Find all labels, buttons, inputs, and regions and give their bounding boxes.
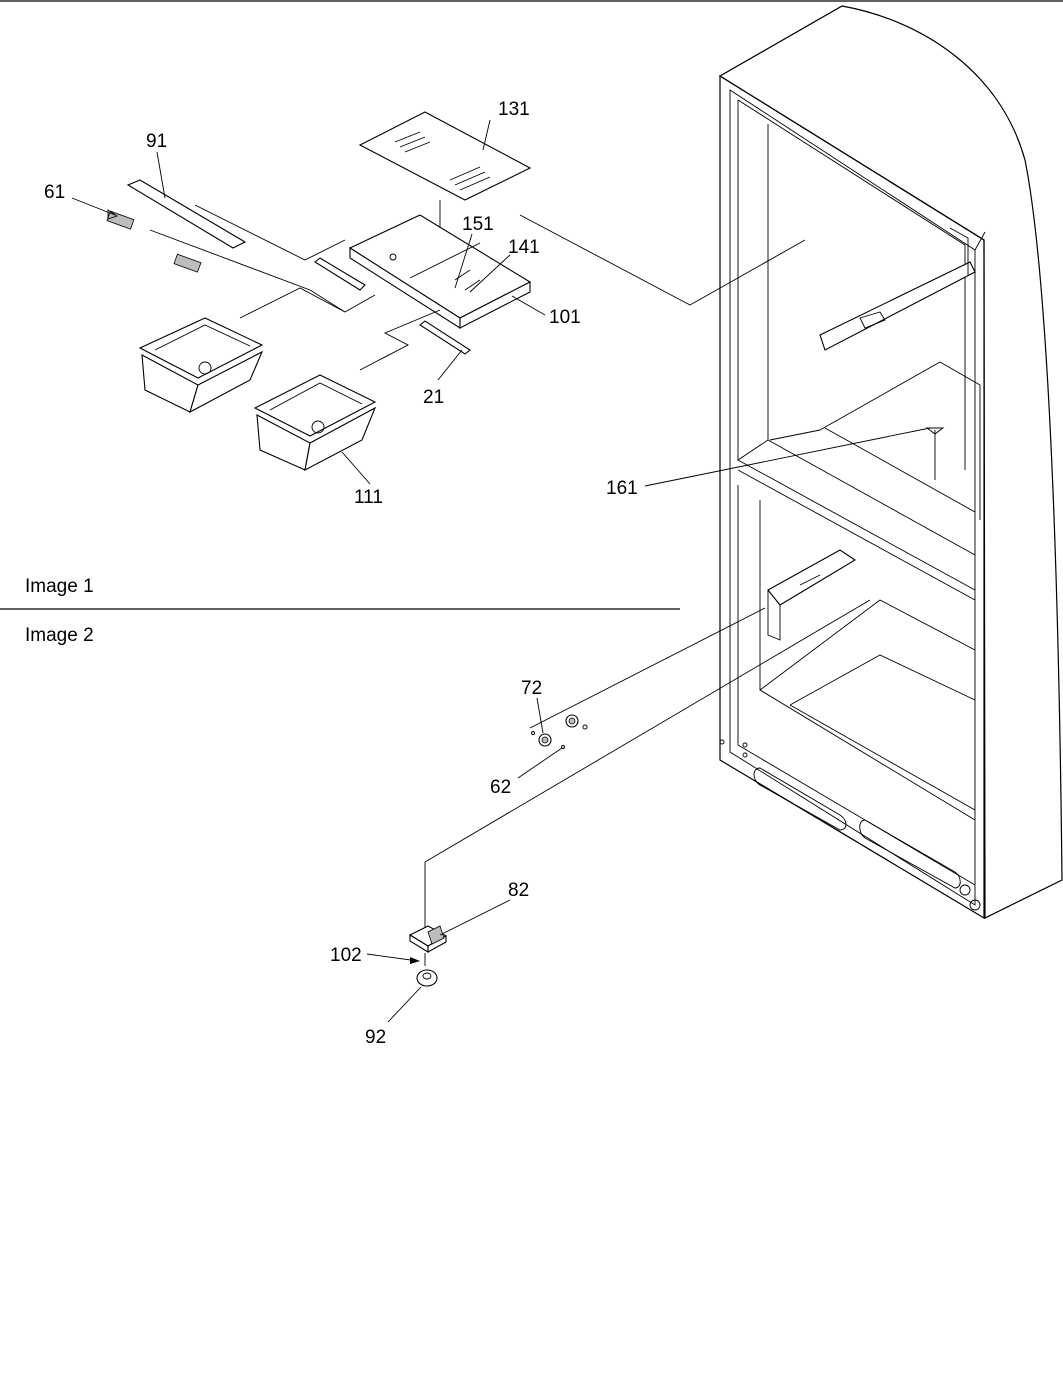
callout-92: 92 xyxy=(365,1027,386,1048)
callout-82: 82 xyxy=(508,880,529,901)
callout-72: 72 xyxy=(521,678,542,699)
callout-151: 151 xyxy=(462,214,494,235)
part-91-rail xyxy=(126,179,247,249)
callout-101: 101 xyxy=(549,307,581,328)
callout-62: 62 xyxy=(490,777,511,798)
callouts-image1: 131 91 61 151 141 101 21 111 161 xyxy=(44,99,931,508)
callout-102: 102 xyxy=(330,945,362,966)
callouts-image2: 72 62 82 102 92 xyxy=(330,678,563,1048)
part-crisper-drawer-left xyxy=(138,317,264,414)
part-72-washer xyxy=(538,714,579,747)
part-62-screw xyxy=(531,724,588,749)
part-111-crisper-drawer xyxy=(253,374,377,472)
part-82-bracket xyxy=(408,925,448,953)
callout-141: 141 xyxy=(508,237,540,258)
part-101-crisper-frame xyxy=(348,214,532,330)
callout-61: 61 xyxy=(44,182,65,203)
part-92-roller xyxy=(416,969,438,987)
callout-111: 111 xyxy=(354,487,383,508)
refrigerator-cabinet xyxy=(718,5,1063,920)
part-21-rail xyxy=(419,320,471,355)
callout-131: 131 xyxy=(498,99,530,120)
callout-21: 21 xyxy=(423,387,444,408)
callout-91: 91 xyxy=(146,131,167,152)
callout-161: 161 xyxy=(606,478,638,499)
part-131-glass-shelf xyxy=(358,111,532,201)
part-61-clip xyxy=(106,210,202,273)
part-rail-small xyxy=(314,257,366,291)
section-label-image1: Image 1 xyxy=(25,576,94,597)
section-label-image2: Image 2 xyxy=(25,625,94,646)
